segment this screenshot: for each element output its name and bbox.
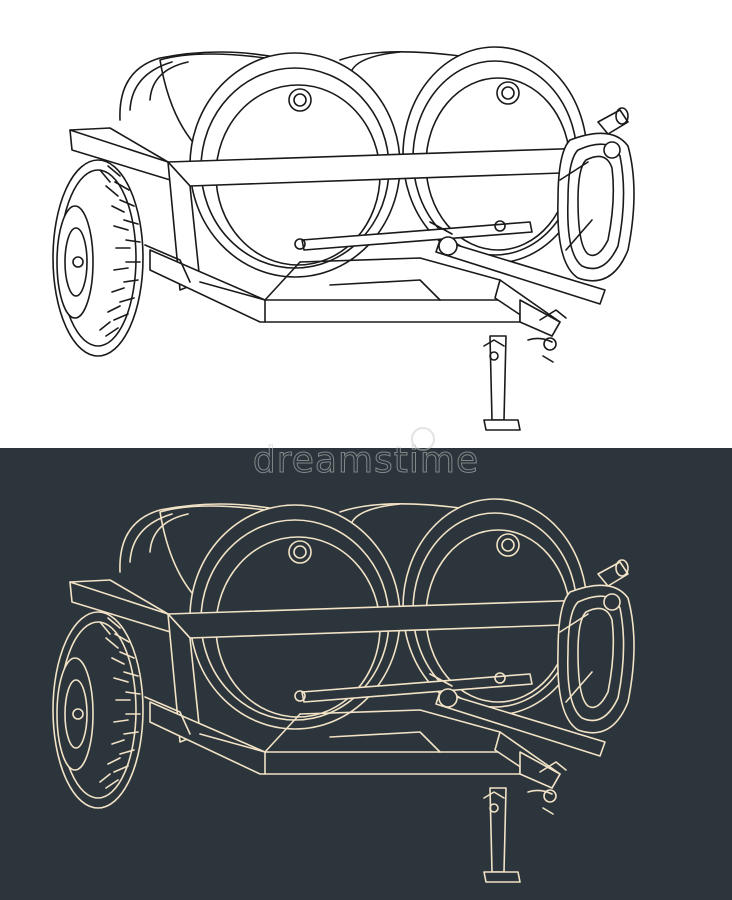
trailer-drawing-light xyxy=(52,46,635,431)
watermark-logo-icon xyxy=(411,427,435,451)
light-blueprint-panel xyxy=(0,0,732,448)
dark-blueprint-panel xyxy=(0,448,732,900)
trailer-drawing-dark xyxy=(52,498,635,883)
